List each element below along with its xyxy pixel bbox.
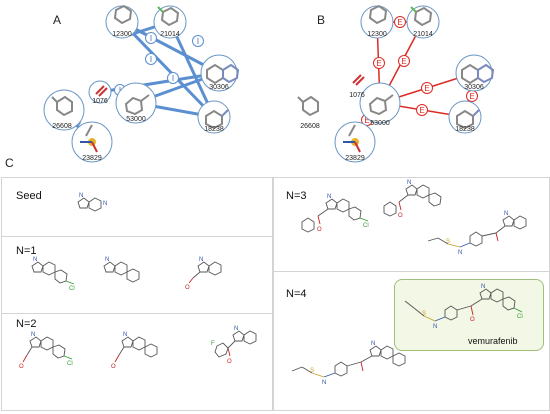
svg-text:1076: 1076	[349, 92, 365, 99]
svg-text:Cl: Cl	[67, 361, 73, 367]
svg-text:O: O	[185, 285, 190, 291]
svg-text:N: N	[322, 380, 326, 386]
svg-text:N: N	[371, 341, 375, 347]
svg-text:N: N	[327, 194, 331, 200]
svg-text:O: O	[111, 364, 116, 370]
svg-text:N: N	[199, 257, 203, 263]
svg-text:F: F	[211, 341, 215, 347]
node-labels-a: 12300 21014 1076 30306 26608 53000 18238…	[52, 31, 229, 162]
svg-text:30306: 30306	[464, 84, 484, 91]
svg-text:N: N	[123, 332, 127, 338]
node-a-1076	[88, 80, 112, 104]
n1-label: N=1	[16, 245, 37, 257]
svg-text:O: O	[227, 359, 232, 365]
svg-text:21014: 21014	[413, 31, 433, 38]
svg-text:N: N	[433, 324, 437, 330]
svg-text:I: I	[150, 55, 152, 64]
edge-badge-a: I	[192, 35, 204, 47]
svg-text:30306: 30306	[209, 84, 229, 91]
svg-text:N: N	[105, 257, 109, 263]
n2-label: N=2	[16, 318, 37, 330]
svg-text:O: O	[19, 364, 24, 370]
edge-badge-a: I	[145, 32, 157, 44]
panel-a-label: A	[53, 13, 62, 27]
molecules-b	[297, 4, 495, 153]
atom-labels: N N N Cl N N O N O Cl N O N O F N O Cl N…	[19, 180, 523, 386]
svg-text:12300: 12300	[112, 31, 132, 38]
svg-text:26608: 26608	[52, 123, 72, 130]
svg-text:12300: 12300	[367, 31, 387, 38]
svg-text:18238: 18238	[204, 126, 224, 133]
svg-text:E: E	[401, 57, 406, 66]
svg-text:N: N	[407, 180, 411, 186]
network-b: E E E E E E E 12300 21014 1076 30306 266…	[290, 4, 495, 163]
svg-text:N: N	[481, 284, 485, 290]
edge-badge-b: E	[416, 104, 428, 116]
edge-badge-a: I	[145, 53, 157, 65]
svg-text:E: E	[376, 59, 381, 68]
svg-text:18238: 18238	[455, 126, 475, 133]
network-a: I I I I I I 12300 21014 1076 30306 26608…	[43, 4, 240, 163]
svg-text:E: E	[469, 92, 474, 101]
svg-text:23829: 23829	[82, 155, 102, 162]
edge-badge-b: E	[394, 16, 406, 28]
svg-text:O: O	[470, 317, 475, 323]
svg-text:53000: 53000	[126, 116, 146, 123]
seed-box	[1, 177, 273, 237]
edge-badges-b: E E E E E E E	[361, 16, 478, 126]
svg-text:Cl: Cl	[363, 223, 369, 229]
node-a-53000	[115, 82, 157, 124]
svg-text:Cl: Cl	[69, 286, 75, 292]
svg-text:N: N	[504, 211, 508, 217]
svg-text:E: E	[364, 116, 369, 125]
svg-text:23829: 23829	[345, 155, 365, 162]
svg-text:1076: 1076	[92, 98, 108, 105]
svg-text:O: O	[317, 227, 322, 233]
n1-box	[1, 236, 273, 314]
svg-text:N: N	[31, 332, 35, 338]
svg-text:O: O	[398, 213, 403, 219]
svg-text:N: N	[234, 326, 238, 332]
svg-text:I: I	[172, 74, 174, 83]
node-labels-b: 12300 21014 1076 30306 26608 53000 18238…	[300, 31, 484, 162]
vemurafenib-box	[394, 279, 544, 351]
svg-text:S: S	[446, 239, 450, 245]
panel-c-label: C	[5, 156, 14, 170]
svg-text:26608: 26608	[300, 123, 320, 130]
svg-text:I: I	[197, 37, 199, 46]
svg-text:53000: 53000	[370, 120, 390, 127]
n4-label: N=4	[286, 288, 307, 300]
svg-text:S: S	[310, 368, 314, 374]
svg-text:21014: 21014	[160, 31, 180, 38]
svg-text:N: N	[103, 201, 107, 207]
edge-badge-b: E	[373, 57, 385, 69]
svg-text:I: I	[150, 34, 152, 43]
seed-label: Seed	[16, 190, 42, 202]
n2-box	[1, 313, 273, 411]
svg-text:E: E	[397, 18, 402, 27]
svg-text:N: N	[79, 193, 83, 199]
n3-box	[273, 177, 550, 272]
svg-text:Cl: Cl	[517, 314, 523, 320]
svg-text:E: E	[419, 106, 424, 115]
molecules-a	[51, 4, 240, 153]
n3-label: N=3	[286, 190, 307, 202]
edge-badge-a: I	[167, 72, 179, 84]
svg-text:S: S	[422, 311, 426, 317]
vemurafenib-label: vemurafenib	[468, 336, 518, 346]
node-b-53000	[359, 82, 401, 124]
edge-badge-b: E	[398, 55, 410, 67]
svg-text:N: N	[458, 250, 462, 256]
svg-text:E: E	[424, 84, 429, 93]
svg-text:N: N	[33, 257, 37, 263]
panel-b-label: B	[317, 13, 326, 27]
edge-badge-b: E	[421, 82, 433, 94]
